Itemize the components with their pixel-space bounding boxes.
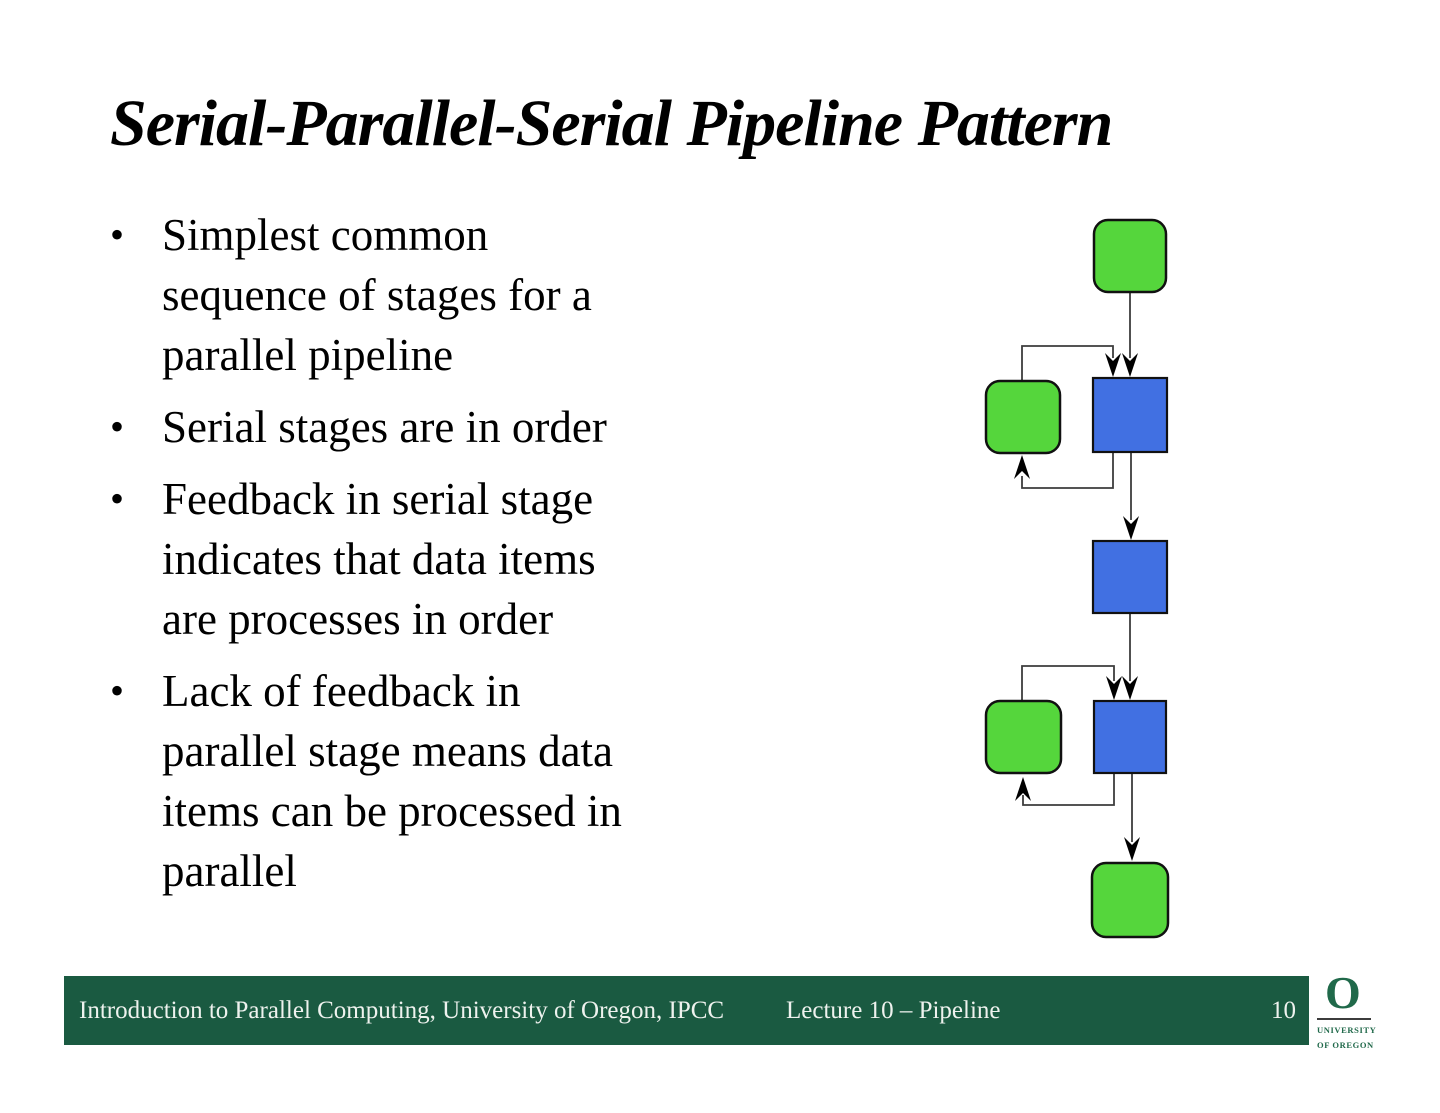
arrow-up-icon [1014,455,1030,479]
bullet-item: • Lack of feedback in parallel stage mea… [110,661,750,901]
bullet-list: • Simplest common sequence of stages for… [110,205,750,913]
node-parallel-3 [1092,699,1168,775]
node-parallel-1 [1091,376,1169,454]
footer-course-text: Introduction to Parallel Computing, Univ… [79,997,725,1024]
edge-feedback1-up [1021,345,1114,381]
node-feedback-1 [984,379,1062,455]
bullet-item: • Feedback in serial stage indicates tha… [110,469,750,649]
page-title: Serial-Parallel-Serial Pipeline Pattern [110,87,1113,160]
footer-bar: Introduction to Parallel Computing, Univ… [64,976,1309,1045]
node-feedback-2 [984,699,1063,775]
university-of-oregon-logo: O UNIVERSITY OF OREGON [1316,967,1396,1050]
logo-university-text: UNIVERSITY [1317,1025,1377,1035]
arrow-up-icon [1015,777,1031,801]
logo-oregon-text: OF OREGON [1317,1040,1374,1050]
bullet-marker: • [110,404,125,449]
bullet-item: • Simplest common sequence of stages for… [110,205,750,385]
bullet-marker: • [110,668,125,713]
bullet-marker: • [110,476,125,521]
footer-lecture-text: Lecture 10 – Pipeline [786,997,1001,1024]
arrow-down-icon [1105,353,1121,377]
arrow-down-icon [1122,353,1138,377]
bullet-item: • Serial stages are in order [110,397,750,457]
pipeline-diagram [984,218,1170,939]
node-parallel-2 [1091,539,1169,615]
bullet-text: Lack of feedback in parallel stage means… [162,666,622,896]
edge-feedback2-down [1022,773,1115,806]
arrow-down-icon [1106,676,1122,700]
bullet-text: Feedback in serial stage indicates that … [162,474,596,644]
edge-feedback2-up [1021,665,1115,701]
arrow-down-icon [1122,676,1138,700]
node-serial-output [1090,861,1170,939]
arrow-down-icon [1123,516,1139,540]
bullet-text: Simplest common sequence of stages for a… [162,210,592,380]
edge-feedback1-down [1021,452,1114,489]
bullet-text: Serial stages are in order [162,402,607,452]
logo-divider [1317,1018,1371,1020]
uo-o-icon: O [1325,967,1361,1018]
arrow-down-icon [1124,837,1140,861]
node-serial-input [1092,218,1168,294]
footer-page-number: 10 [1271,997,1296,1024]
bullet-marker: • [110,212,125,257]
